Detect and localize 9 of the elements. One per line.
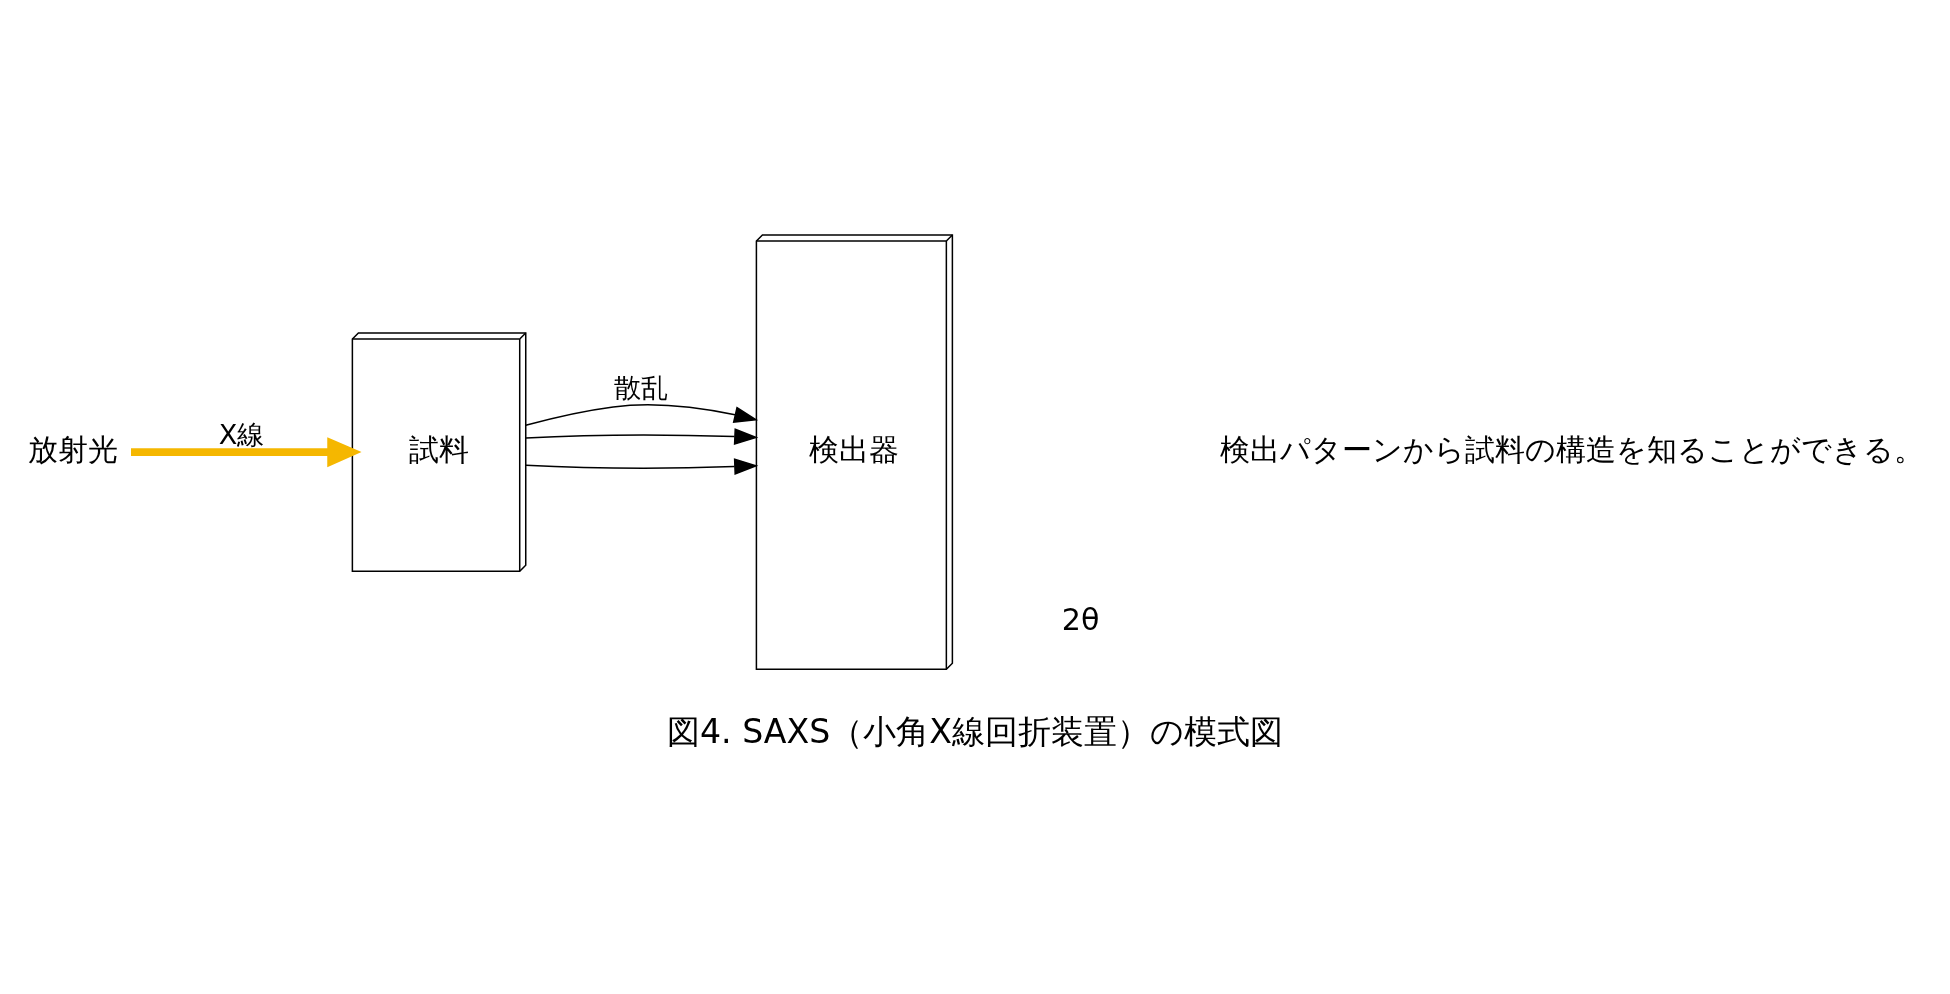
arrow bbox=[525, 404, 759, 426]
node-text: 放射光 bbox=[27, 431, 118, 467]
arrow bbox=[525, 458, 759, 476]
caption: 図4. SAXS（小角X線回折装置）の模式図 bbox=[667, 712, 1283, 752]
edge-label: 散乱 bbox=[614, 371, 669, 403]
label: 検出パターンから試料の構造を知ることができる。 bbox=[1220, 432, 1924, 467]
arrow bbox=[525, 428, 759, 446]
label: 2θ bbox=[1061, 602, 1100, 638]
edge-label: X線 bbox=[218, 418, 265, 450]
